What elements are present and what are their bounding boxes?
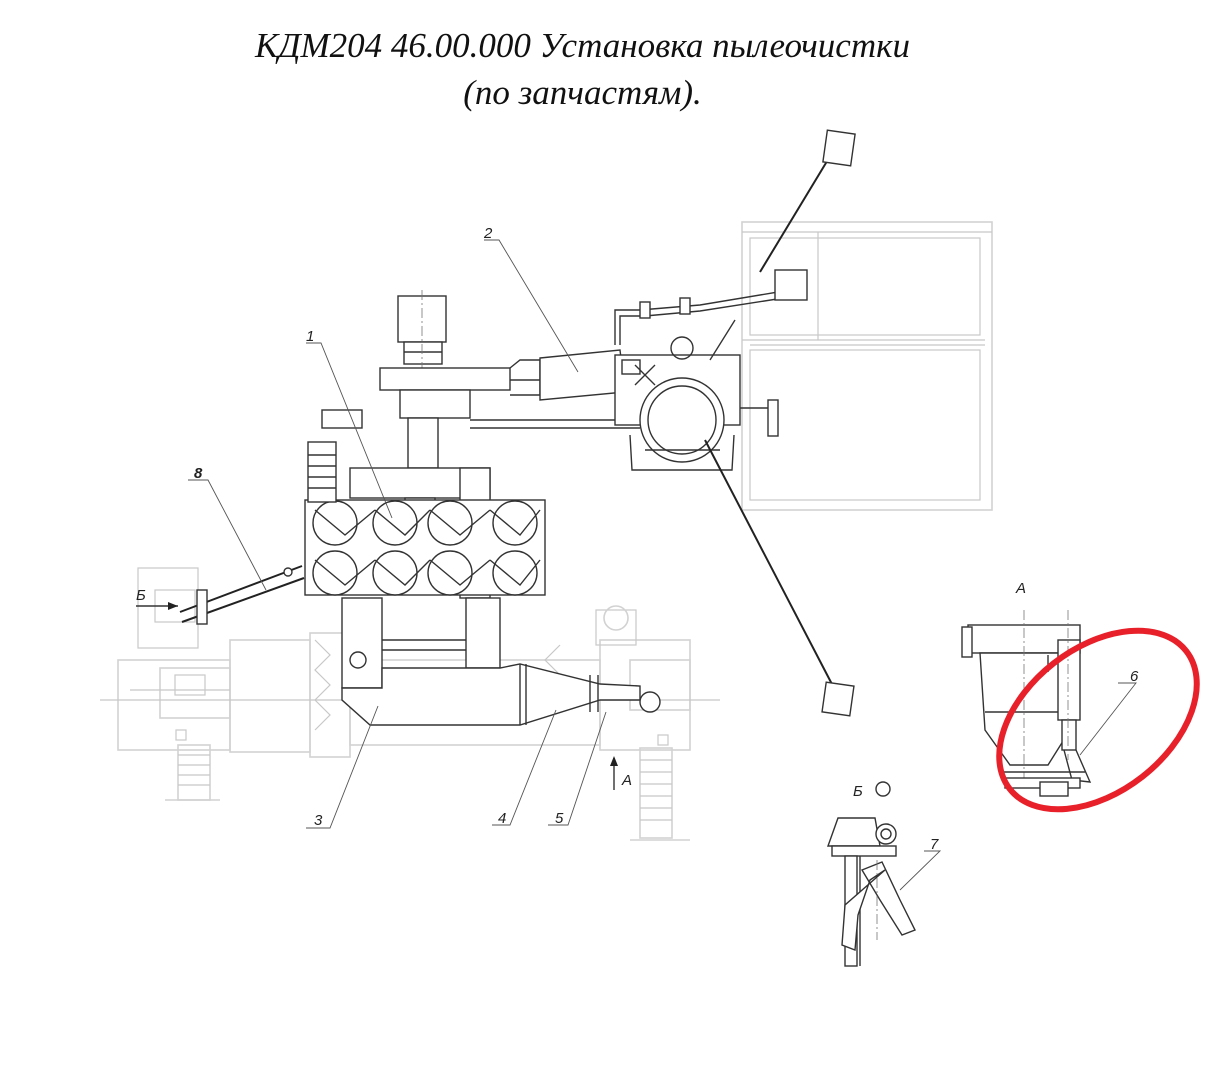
view-a-arrow-label: А — [621, 772, 632, 789]
callout-8: 8 — [194, 465, 203, 482]
main-assembly — [179, 129, 856, 726]
callout-3: 3 — [314, 812, 323, 829]
callout-5: 5 — [555, 810, 564, 827]
callout-4: 4 — [498, 810, 506, 827]
callout-2: 2 — [483, 225, 493, 242]
callout-7: 7 — [930, 836, 939, 853]
view-a-arrow: А — [610, 756, 632, 790]
drawing-title: КДМ204 46.00.000 Установка пылеочистки (… — [0, 22, 1165, 116]
view-b-arrow-label: Б — [136, 587, 146, 604]
title-line-2: (по запчастям). — [463, 73, 702, 112]
leader-lines — [188, 239, 1137, 891]
view-b-detail: Б — [827, 781, 916, 967]
title-line-1: КДМ204 46.00.000 Установка пылеочистки — [254, 26, 910, 65]
highlight-ellipse — [996, 627, 1200, 813]
background-frame — [741, 221, 993, 511]
callout-1: 1 — [306, 328, 314, 345]
callout-6: 6 — [1130, 668, 1139, 685]
view-b-rotation-icon — [875, 781, 891, 797]
view-b-arrow: Б — [136, 587, 178, 610]
view-a-label: А — [1015, 580, 1026, 597]
view-b-label: Б — [853, 783, 863, 800]
